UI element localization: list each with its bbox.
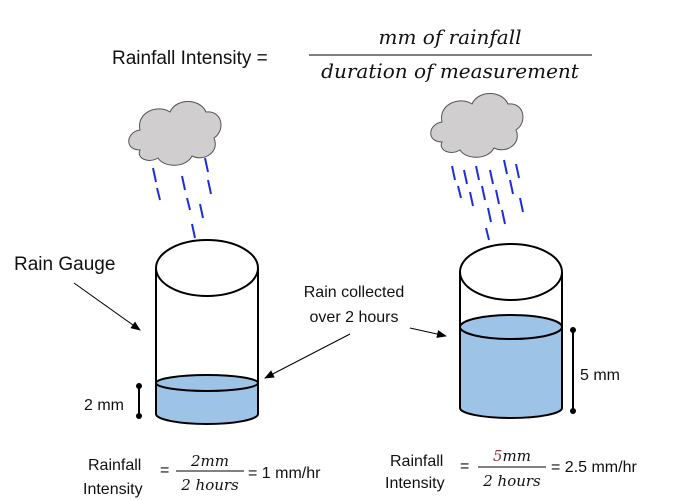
left-calc-result: = 1 mm/hr — [248, 465, 321, 482]
left-gauge-water-surface — [155, 374, 259, 392]
right-cloud-icon — [430, 93, 524, 158]
right-depth-marker — [570, 327, 576, 414]
right-gauge-opening — [459, 243, 563, 301]
right-rain-gauge — [459, 243, 563, 419]
right-rain-drops — [451, 159, 524, 241]
right-calc-denominator: 2 hours — [482, 472, 541, 490]
right-calc-label-line1: Rainfall — [390, 453, 443, 470]
formula-denominator: duration of measurement — [321, 59, 580, 83]
right-calc-equals: = — [460, 458, 469, 475]
rain-collected-label-line1: Rain collected — [304, 284, 405, 301]
right-gauge-base — [459, 407, 563, 419]
left-calc-label-line2: Intensity — [83, 481, 143, 498]
left-gauge-base — [155, 413, 259, 425]
left-depth-marker — [136, 383, 142, 419]
formula-numerator: mm of rainfall — [379, 25, 522, 49]
left-rain-drops — [152, 157, 212, 239]
rain-collected-arrow-left — [264, 333, 351, 379]
left-gauge-water — [156, 383, 258, 424]
right-depth-label: 5 mm — [580, 367, 620, 384]
left-calculation: Rainfall Intensity = 2mm 2 hours = 1 mm/… — [83, 452, 321, 498]
right-gauge-water — [460, 327, 562, 418]
formula-lhs: Rainfall Intensity = — [112, 48, 268, 69]
right-gauge-water-surface — [459, 314, 563, 340]
rain-collected-label-line2: over 2 hours — [310, 309, 399, 326]
left-rain-gauge — [155, 239, 259, 425]
left-calc-numerator: 2mm — [190, 452, 229, 470]
left-gauge-opening — [155, 239, 259, 297]
rain-gauge-arrow — [73, 282, 141, 331]
left-cloud-icon — [128, 101, 222, 166]
right-calculation: Rainfall Intensity = 5mm 2 hours = 2.5 m… — [385, 447, 637, 492]
rain-gauge-label: Rain Gauge — [14, 254, 115, 275]
right-calc-label-line2: Intensity — [385, 475, 445, 492]
left-calc-equals: = — [160, 462, 169, 479]
right-calc-result: = 2.5 mm/hr — [551, 459, 637, 476]
right-calc-numerator: 5mm — [493, 447, 531, 465]
left-depth-label: 2 mm — [84, 397, 124, 414]
left-calc-denominator: 2 hours — [180, 476, 239, 494]
left-calc-label-line1: Rainfall — [88, 457, 141, 474]
rain-collected-arrow-right — [409, 327, 447, 338]
